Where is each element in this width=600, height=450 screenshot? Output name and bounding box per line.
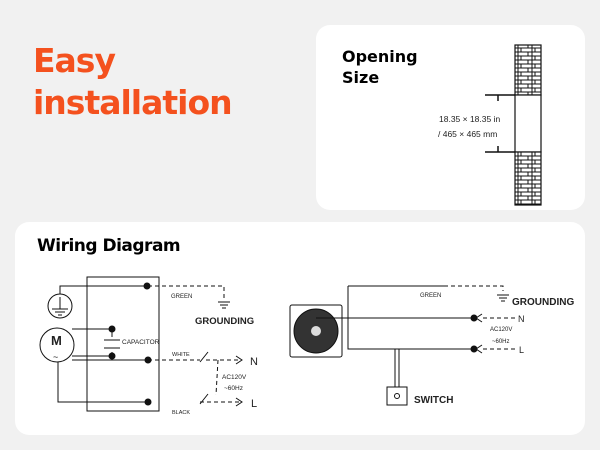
right-grounding-label: GROUNDING <box>512 297 574 308</box>
opening-size-title: Opening Size <box>342 46 418 88</box>
right-n-label: N <box>518 314 525 324</box>
left-voltage-label: AC120V <box>222 374 247 381</box>
wall-diagram <box>485 44 542 206</box>
wiring-diagram-title: Wiring Diagram <box>37 236 181 256</box>
right-l-label: L <box>519 345 524 355</box>
right-green-label: GREEN <box>420 293 441 299</box>
black-wire-label: BLACK <box>172 410 190 416</box>
opening-title-line2: Size <box>342 68 380 87</box>
left-n-label: N <box>250 356 258 368</box>
capacitor-label: CAPACITOR <box>122 339 160 346</box>
motor-label: M <box>51 333 62 348</box>
ground-symbol-icon <box>47 293 73 319</box>
headline-line1: Easy <box>33 41 116 80</box>
left-grounding-label: GROUNDING <box>195 316 254 327</box>
fan-icon <box>289 304 343 358</box>
motor-symbol: ~ <box>53 352 58 362</box>
opening-dim-in: 18.35 × 18.35 in <box>439 114 500 124</box>
opening-title-line1: Opening <box>342 47 418 66</box>
switch-label: SWITCH <box>414 395 453 406</box>
right-wiring-diagram <box>289 285 515 406</box>
headline-line2: installation <box>33 83 233 122</box>
switch-icon <box>386 386 408 406</box>
left-wiring-diagram <box>39 276 243 412</box>
opening-dim-mm: / 465 × 465 mm <box>438 129 497 139</box>
motor-icon <box>39 327 75 363</box>
white-wire-label: WHITE <box>172 352 190 358</box>
left-freq-label: ~60Hz <box>224 385 243 392</box>
right-freq-label: ~60Hz <box>492 339 510 345</box>
left-l-label: L <box>251 398 257 410</box>
left-green-label: GREEN <box>171 294 192 300</box>
headline: Easy installation <box>33 40 233 124</box>
right-voltage-label: AC120V <box>490 327 512 333</box>
